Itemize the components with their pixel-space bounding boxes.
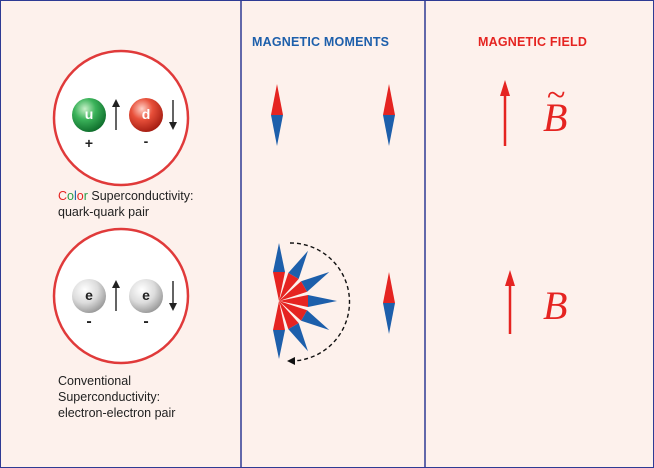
electron-sphere-1 [72, 279, 106, 313]
conventional-caption: Conventional Superconductivity: electron… [58, 373, 175, 421]
moments-header: MAGNETIC MOMENTS [252, 35, 390, 49]
color-letter-l: l [73, 189, 77, 203]
precessing-moments-fan [273, 243, 337, 359]
electron-2-charge: - [143, 313, 149, 330]
electron-1-charge: - [86, 313, 92, 330]
color-letter-r: r [83, 189, 88, 203]
electron-1-label: e [85, 287, 93, 303]
magnetic-field-symbol: B [543, 283, 568, 328]
moment-diamond-top-left [271, 84, 283, 146]
spin-up-arrow-icon [112, 280, 120, 311]
color-letter-c: C [58, 189, 68, 203]
color-superconductivity-caption: Color Superconductivity: quark-quark pai… [58, 188, 194, 220]
field-arrow-bottom [505, 270, 515, 334]
electron-pair-circle [52, 227, 190, 365]
quark-pair-circle [52, 49, 190, 187]
moment-diamond-bottom-right [383, 272, 395, 334]
up-quark-label: u [84, 106, 94, 122]
electron-2-label: e [142, 287, 150, 303]
color-caption-rest: Superconductivity: [87, 189, 194, 203]
field-header: MAGNETIC FIELD [478, 35, 588, 49]
tilde-accent: ~ [547, 77, 566, 114]
color-letter-o: o [67, 189, 74, 203]
down-quark-label: d [141, 106, 151, 122]
electron-sphere-2 [129, 279, 163, 313]
conventional-caption-line2: Superconductivity: [58, 390, 161, 404]
down-quark-sphere [129, 98, 163, 132]
color-letter-o2: o [76, 189, 84, 203]
up-quark-sphere [72, 98, 106, 132]
conventional-caption-line3: electron-electron pair [58, 406, 176, 420]
color-caption-line2: quark-quark pair [58, 205, 150, 219]
spin-up-arrow-icon [112, 99, 120, 130]
down-quark-charge: - [143, 133, 149, 149]
field-arrow-top [500, 80, 510, 146]
color-magnetic-field-symbol: B [543, 95, 568, 140]
rotation-dashed-arrow [287, 242, 351, 365]
spin-down-arrow-icon [169, 100, 177, 130]
spin-down-arrow-icon [169, 281, 177, 311]
up-quark-charge: + [84, 135, 94, 151]
moment-diamond-top-right [383, 84, 395, 146]
conventional-caption-line1: Conventional [58, 374, 131, 388]
